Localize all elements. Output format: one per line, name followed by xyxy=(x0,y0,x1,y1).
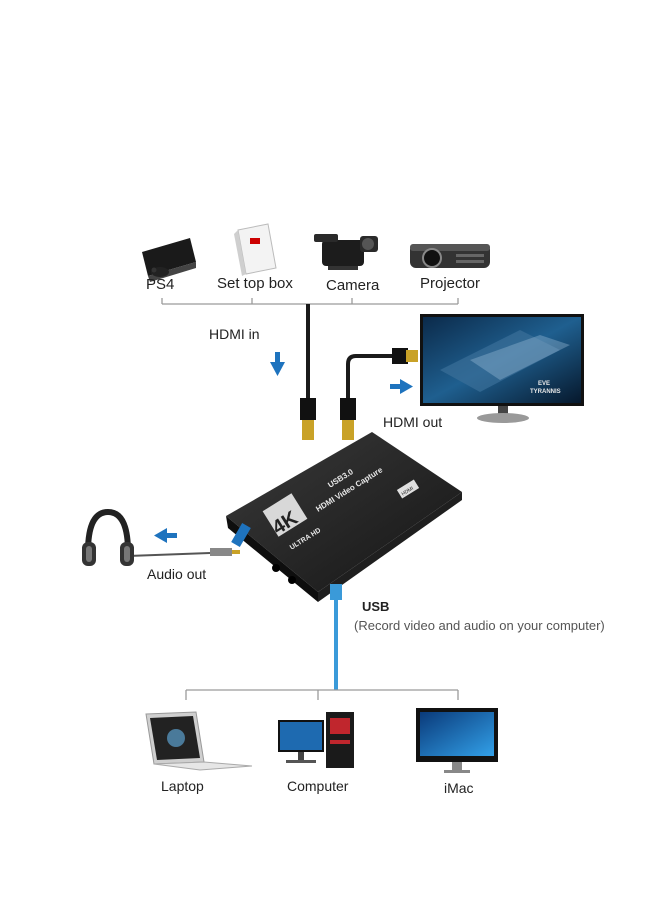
source-label-ps4: PS4 xyxy=(146,276,175,293)
laptop-icon xyxy=(145,711,253,771)
source-label-projector: Projector xyxy=(420,275,481,292)
usb-label: USB xyxy=(362,599,390,614)
audio-out-arrow xyxy=(154,528,177,543)
headphones-icon xyxy=(82,508,134,566)
target-label-computer: Computer xyxy=(287,778,349,794)
source-label-camera: Camera xyxy=(326,277,380,294)
target-label-imac: iMac xyxy=(444,780,474,796)
source-bracket-line xyxy=(161,298,459,305)
projector-icon xyxy=(410,244,490,268)
video-camera-icon xyxy=(314,234,378,270)
usb-cable xyxy=(330,584,342,690)
set-top-box-icon xyxy=(234,223,277,276)
imac-icon xyxy=(416,708,498,773)
audio-out-label: Audio out xyxy=(147,566,207,582)
monitor-screen-line1: EVE xyxy=(538,381,550,387)
hdmi-out-arrow xyxy=(390,379,413,394)
hdmi-out-cable xyxy=(340,348,418,440)
audio-cable xyxy=(127,548,240,557)
hdmi-in-cable xyxy=(300,304,316,440)
hdmi-in-arrow xyxy=(270,352,285,376)
monitor-icon: EVE TYRANNIS xyxy=(420,314,584,423)
capture-device: 4K ULTRA HD USB3.0 HDMI Video Capture HD… xyxy=(226,432,462,602)
usb-note: (Record video and audio on your computer… xyxy=(354,618,605,633)
target-bracket-line xyxy=(185,689,459,700)
desktop-computer-icon xyxy=(278,712,354,768)
target-label-laptop: Laptop xyxy=(161,778,204,794)
source-label-set-top-box: Set top box xyxy=(217,275,293,292)
hdmi-in-label: HDMI in xyxy=(209,326,260,342)
monitor-screen-line2: TYRANNIS xyxy=(530,389,561,395)
device-port-label: HDMI xyxy=(401,486,415,498)
ps4-console-icon xyxy=(142,238,196,282)
hdmi-out-label: HDMI out xyxy=(383,414,443,430)
